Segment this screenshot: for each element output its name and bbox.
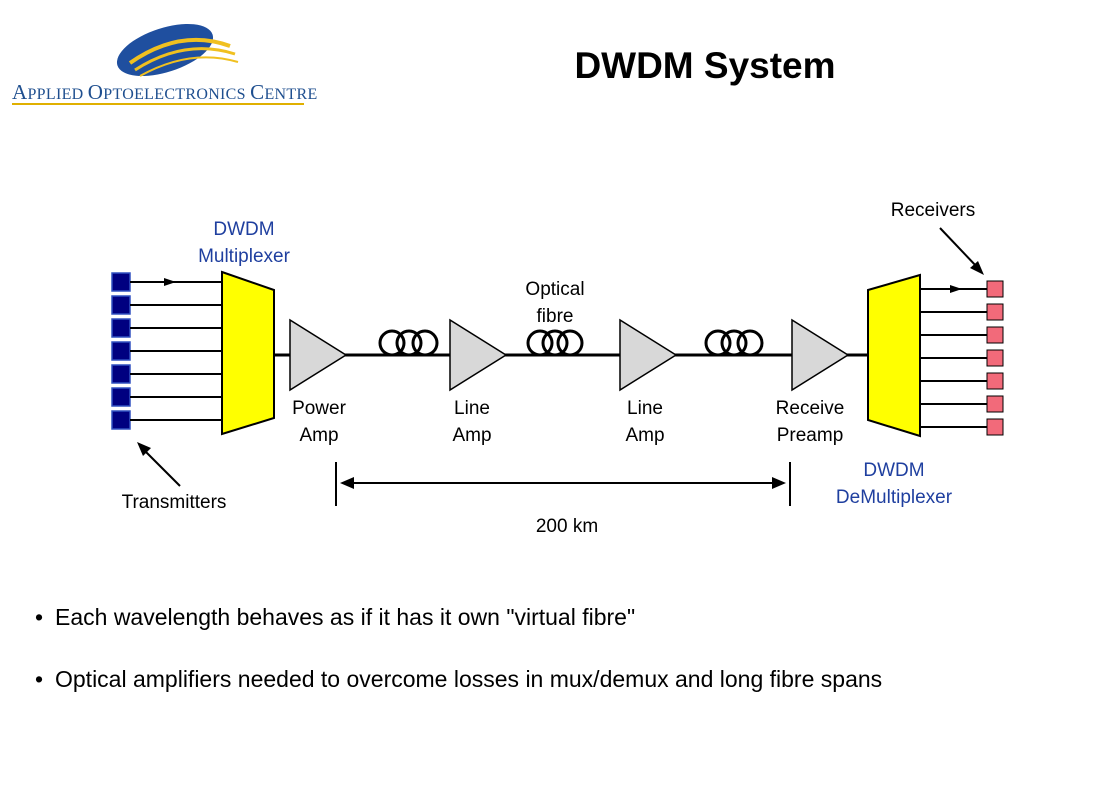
logo [10,8,310,118]
line-amp-1-label-line2: Amp [452,425,491,446]
transmitters [111,272,131,430]
transmitter-lines [130,281,222,421]
line-amp-2-label-line1: Line [627,398,663,419]
logo-swoosh-icon [116,23,239,77]
receive-preamp-label-line2: Preamp [777,425,844,446]
demux-label-line1: DWDM [863,460,924,481]
bullet-dot-icon: • [35,604,44,630]
logo-text: APPLIED OPTOELECTRONICS CENTRE [12,80,318,104]
receiver-5 [986,372,1004,390]
bullet-dot-icon: • [35,666,44,692]
receiver-7 [986,418,1004,436]
receivers-pointer [939,227,984,275]
dwdm-multiplexer [221,270,275,436]
receive-preamp [791,318,850,392]
distance-marker [335,462,791,506]
fibre-coil-3 [704,329,764,357]
fibre-label-line2: fibre [537,306,574,327]
bullet-list: • Each wavelength behaves as if it has i… [35,604,882,728]
transmitters-label: Transmitters [122,492,227,513]
receivers-label: Receivers [891,200,975,221]
fibre-label-line1: Optical [525,279,584,300]
line-amp-2-label-line2: Amp [625,425,664,446]
bullet-item-1: • Each wavelength behaves as if it has i… [35,604,882,634]
page-title: DWDM System [574,45,836,86]
transmitters-pointer [137,442,181,487]
mux-label-line1: DWDM [213,219,274,240]
bullet-text-1: Each wavelength behaves as if it has it … [55,604,636,630]
receive-preamp-label-line1: Receive [776,398,845,419]
power-amp-label-line1: Power [292,398,347,419]
receivers [986,280,1004,436]
line-amp-1 [449,318,508,392]
transmitter-4 [111,341,131,361]
dwdm-demultiplexer [867,273,921,438]
receiver-6 [986,395,1004,413]
bullet-text-2: Optical amplifiers needed to overcome lo… [55,666,883,692]
transmitter-2 [111,295,131,315]
mux-label-line2: Multiplexer [198,246,291,267]
transmitter-7 [111,410,131,430]
signal-arrow-in [164,278,176,286]
transmitter-3 [111,318,131,338]
fibre-coil-1 [378,329,439,357]
power-amp [289,318,348,392]
transmitter-1 [111,272,131,292]
power-amp-label-line2: Amp [299,425,338,446]
signal-arrow-out [950,285,962,293]
receiver-1 [986,280,1004,298]
receiver-2 [986,303,1004,321]
demux-label-line2: DeMultiplexer [836,487,953,508]
receiver-3 [986,326,1004,344]
line-amp-2 [619,318,678,392]
logo-underline [12,103,304,105]
fibre-coil-2 [526,329,584,357]
bullet-item-2: • Optical amplifiers needed to overcome … [35,666,882,696]
receiver-4 [986,349,1004,367]
line-amp-1-label-line1: Line [454,398,490,419]
distance-label: 200 km [536,516,598,537]
receiver-lines [920,288,988,428]
transmitter-5 [111,364,131,384]
transmitter-6 [111,387,131,407]
